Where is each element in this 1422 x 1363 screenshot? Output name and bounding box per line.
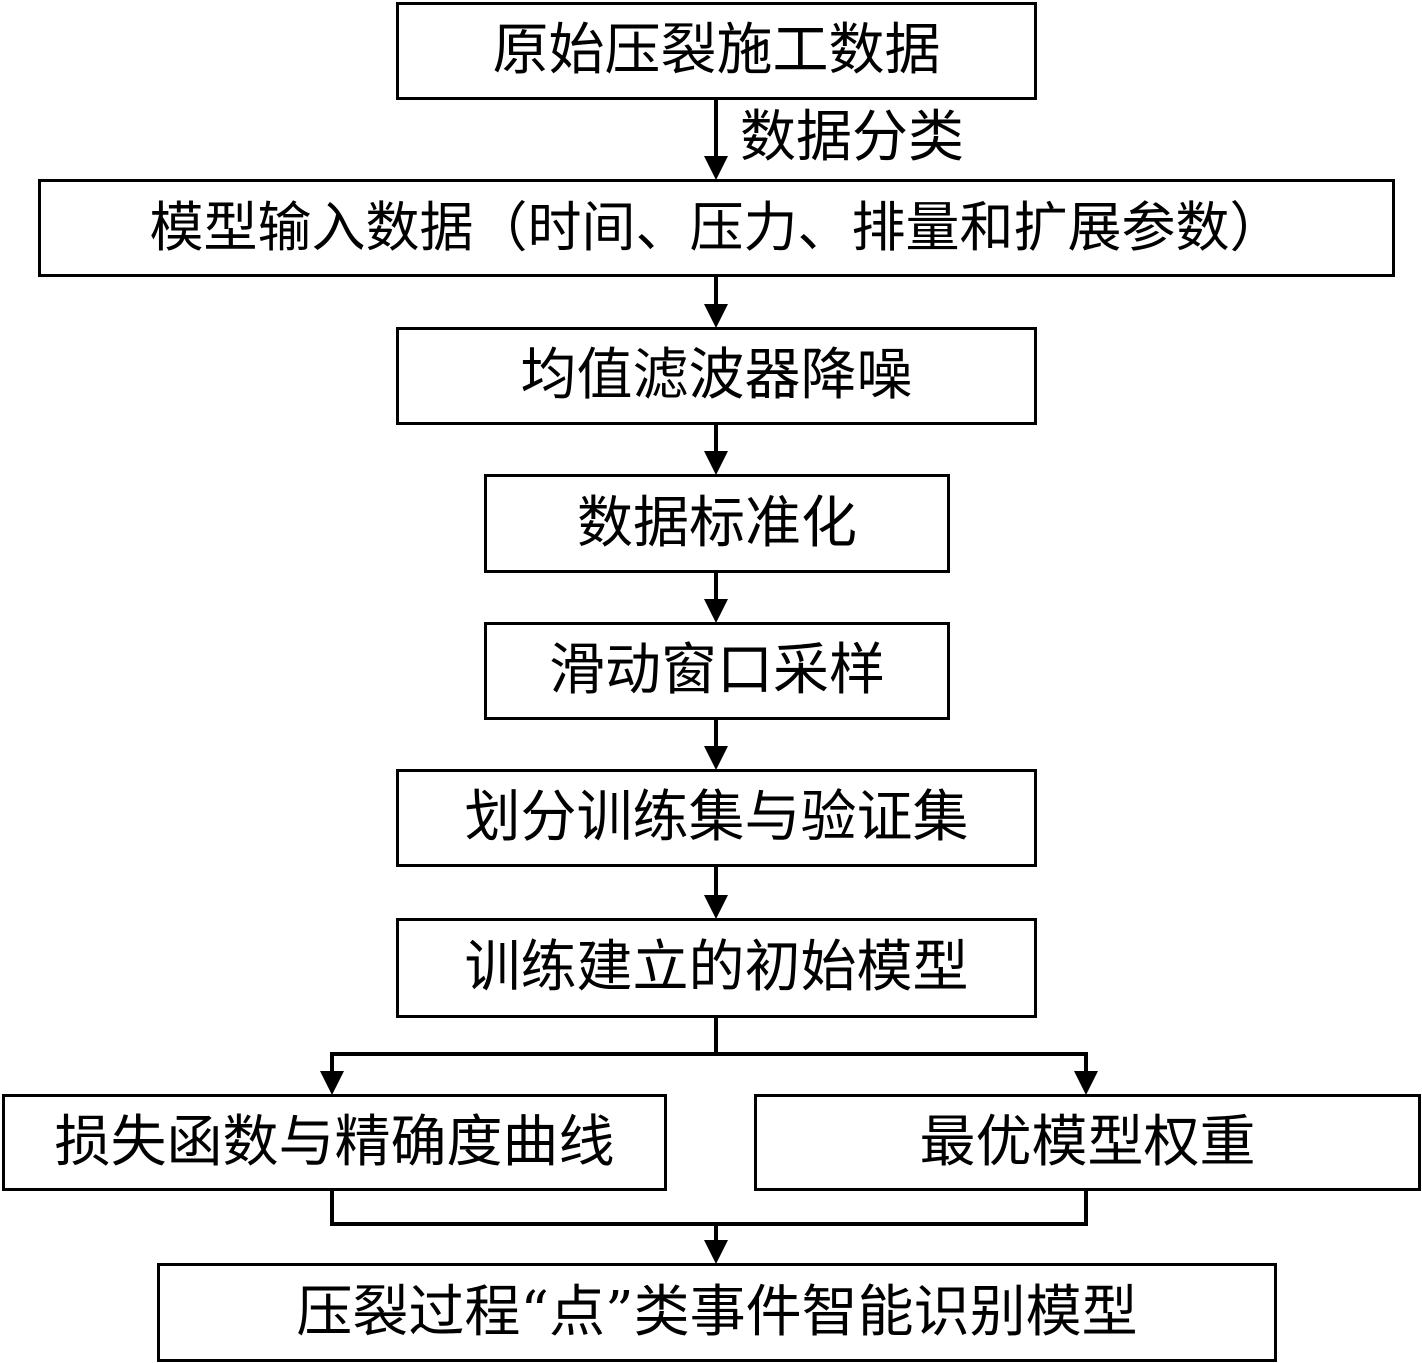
node-raw-data: 原始压裂施工数据: [396, 2, 1037, 100]
node-final-model: 压裂过程“点”类事件智能识别模型: [157, 1263, 1277, 1362]
node-model-input: 模型输入数据（时间、压力、排量和扩展参数）: [38, 179, 1395, 277]
node-denoise: 均值滤波器降噪: [396, 327, 1037, 425]
node-loss-curve: 损失函数与精确度曲线: [2, 1094, 667, 1191]
node-split: 划分训练集与验证集: [396, 769, 1037, 867]
node-best-weights: 最优模型权重: [754, 1094, 1421, 1191]
edge-label-classify: 数据分类: [740, 105, 964, 170]
node-train-initial: 训练建立的初始模型: [396, 918, 1037, 1018]
node-window-sampling: 滑动窗口采样: [484, 622, 950, 720]
node-standardize: 数据标准化: [484, 474, 950, 573]
